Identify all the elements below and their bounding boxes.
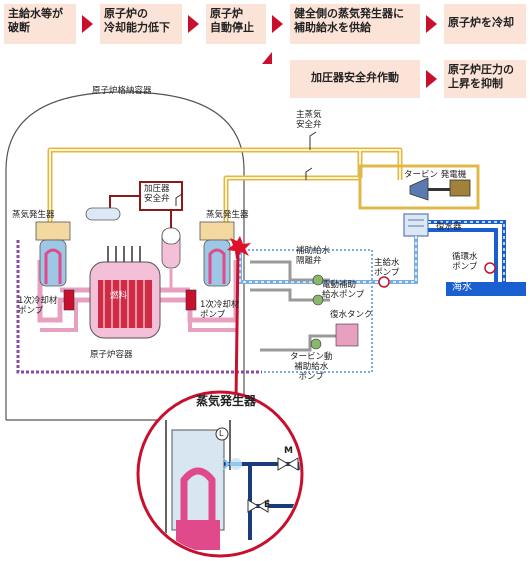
label-reactor-vessel: 原子炉容器 xyxy=(90,350,133,360)
condenser xyxy=(403,213,429,237)
relief-tank xyxy=(85,207,121,221)
label-containment: 原子炉格納容器 xyxy=(92,86,152,96)
arrow-right-icon xyxy=(272,15,283,33)
step-suppress-pressure-rise: 原子炉圧力の 上昇を抑制 xyxy=(444,60,526,98)
label-steam-generator-left: 蒸気発生器 xyxy=(12,210,55,220)
reactor-vessel xyxy=(89,246,161,339)
step-pressurizer-safety-valve: 加圧器安全弁作動 xyxy=(290,60,420,98)
label-aux-feed-isolation-valve: 補助給水 隔離弁 xyxy=(296,246,331,266)
turbine-aux-pump-icon xyxy=(310,338,322,350)
feedwater-line xyxy=(238,236,418,373)
pressurizer xyxy=(160,205,181,292)
aux-purple-line xyxy=(16,240,262,374)
steam-generator-left xyxy=(35,221,71,287)
label-main-feedwater-pump: 主給水 ポンプ xyxy=(374,258,400,278)
label-rcp-left: 1次冷却材 ポンプ xyxy=(18,296,58,316)
label-rcp-right: 1次冷却材 ポンプ xyxy=(200,300,240,320)
step-supply-aux-feedwater: 健全側の蒸気発生器に 補助給水を供給 xyxy=(290,4,420,44)
label-circulating-pump: 循環水 ポンプ xyxy=(452,252,478,272)
step-reactor-auto-shutdown: 原子炉 自動停止 xyxy=(206,4,266,44)
valve-M-label: M xyxy=(284,446,293,456)
circulating-pump-icon xyxy=(484,262,496,274)
generator xyxy=(449,179,471,197)
step-cooling-capacity-drop: 原子炉の 冷却能力低下 xyxy=(100,4,182,44)
arrow-right-icon xyxy=(82,15,93,33)
motor-aux-pump-2-icon xyxy=(312,294,324,306)
arrow-right-icon xyxy=(426,15,437,33)
label-turbine-generator: タービン 発電機 xyxy=(404,170,467,180)
main-feedwater-pump-icon xyxy=(378,276,390,288)
valve-L-label: L xyxy=(219,429,224,438)
label-main-steam-safety-valve: 主蒸気 安全弁 xyxy=(296,110,322,130)
valve-E-label: E xyxy=(264,500,271,510)
label-motor-aux-feed-pump: 電動補助 給水ポンプ xyxy=(322,280,365,300)
seawater-line xyxy=(428,220,506,286)
main-steam-line xyxy=(47,147,403,226)
motor-aux-pump-1-icon xyxy=(312,274,324,286)
rcp-right-icon xyxy=(185,289,197,311)
main-steam-safety-valve-icon xyxy=(305,131,317,180)
label-seawater: 海水 xyxy=(452,282,472,293)
step-cool-reactor: 原子炉を冷却 xyxy=(444,4,526,44)
zoom-view xyxy=(136,390,304,558)
arrow-right-icon xyxy=(188,15,199,33)
rcp-left-icon xyxy=(63,289,75,311)
aux-feedwater-lines xyxy=(250,260,346,352)
break-star-icon xyxy=(227,236,251,259)
seawater-box xyxy=(446,282,526,296)
label-condenser: 復水器 xyxy=(436,222,462,232)
label-steam-generator-right: 蒸気発生器 xyxy=(206,210,249,220)
zoom-title: 蒸気発生器 xyxy=(196,394,257,408)
turbine xyxy=(409,177,429,201)
label-condensate-tank: 復水タンク xyxy=(330,310,373,320)
turbine-area xyxy=(358,164,480,210)
condensate-tank xyxy=(335,323,359,347)
label-pressurizer-safety-valve: 加圧器 安全弁 xyxy=(144,184,170,204)
pressurizer-safety-valve-icon xyxy=(175,193,183,206)
branch-wedge xyxy=(262,52,272,64)
containment-vessel xyxy=(5,91,245,421)
arrow-right-icon xyxy=(426,70,437,88)
label-turbine-aux-feed-pump: タービン動 補助給水 ポンプ xyxy=(290,352,333,382)
step-main-feedwater-break: 主給水等が 破断 xyxy=(4,4,76,44)
steam-generator-right xyxy=(199,221,235,287)
label-fuel: 燃料 xyxy=(110,291,128,301)
